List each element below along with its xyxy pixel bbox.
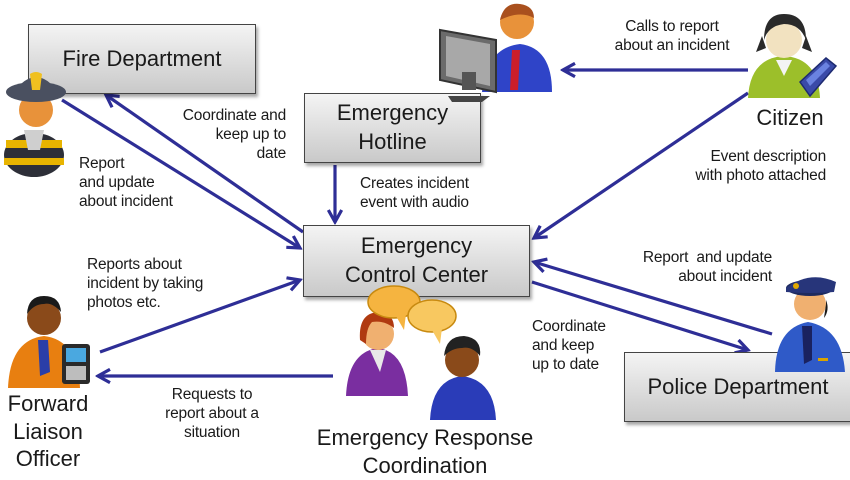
edge-label-line: with photo attached xyxy=(695,166,826,184)
edge-label-citizen-to-hotline: Calls to report about an incident xyxy=(598,18,746,56)
actor-emergency-response-coordination-label: Emergency Response Coordination xyxy=(295,424,555,480)
edge-label-ecc-to-police: Coordinate and keep up to date xyxy=(532,318,642,375)
actor-citizen-label: Citizen xyxy=(756,105,824,130)
edge-label-police-to-ecc: Report and update about incident xyxy=(596,249,772,287)
edge-label-line: Reports about xyxy=(87,256,182,273)
edge-label-line: Event description xyxy=(710,148,827,165)
erc-line2: Coordination xyxy=(362,453,488,479)
hotline-line2: Hotline xyxy=(358,129,427,154)
edge-label-line: about an incident xyxy=(614,36,730,54)
erc-line1: Emergency Response xyxy=(316,425,534,450)
flo-line2: Liaison xyxy=(13,418,83,444)
edge-label-line: photos etc. xyxy=(87,293,161,311)
arrow-police-to-ecc xyxy=(534,262,773,336)
edge-label-line: up to date xyxy=(532,355,599,373)
edge-label-line: event with audio xyxy=(360,193,469,211)
edge-label-flo-to-ecc: Reports about incident by taking photos … xyxy=(87,256,257,313)
edge-label-line: Coordinate xyxy=(532,318,606,335)
edge-label-line: about incident xyxy=(678,267,772,285)
node-emergency-control-center[interactable]: Emergency Control Center xyxy=(303,225,530,297)
edge-label-line: Creates incident xyxy=(360,175,469,192)
edge-label-line: report about a xyxy=(165,404,259,422)
edge-label-line: and keep xyxy=(532,336,595,354)
edge-label-line: Coordinate and xyxy=(182,107,286,124)
node-police-department[interactable]: Police Department xyxy=(624,352,850,422)
edge-label-citizen-to-ecc: Event description with photo attached xyxy=(640,148,826,186)
edge-label-ecc-to-fire: Coordinate and keep up to date xyxy=(140,107,286,164)
edge-label-line: Report and update xyxy=(642,249,772,266)
node-emergency-hotline[interactable]: Emergency Hotline xyxy=(304,93,481,163)
edge-label-line: and update xyxy=(79,173,155,191)
node-fire-department[interactable]: Fire Department xyxy=(28,24,256,94)
arrow-ecc-to-fire xyxy=(106,95,304,234)
node-emergency-hotline-label: Emergency Hotline xyxy=(337,99,448,156)
node-police-department-label: Police Department xyxy=(647,373,829,399)
arrow-citizen-to-ecc xyxy=(534,91,749,238)
edge-label-line: situation xyxy=(184,423,240,441)
edge-label-line: Calls to report xyxy=(625,18,719,35)
node-ecc-label: Emergency Control Center xyxy=(345,232,488,289)
edge-label-line: about incident xyxy=(79,192,173,210)
edge-label-line: date xyxy=(256,144,287,162)
edge-label-line: Report xyxy=(79,155,125,172)
actor-forward-liaison-officer-label: Forward Liaison Officer xyxy=(0,390,96,473)
edge-label-erc-to-flo: Requests to report about a situation xyxy=(148,386,276,443)
edge-label-line: Requests to xyxy=(171,386,253,403)
ecc-line2: Control Center xyxy=(344,262,489,287)
node-fire-department-label: Fire Department xyxy=(62,45,222,71)
arrow-fire-to-ecc xyxy=(61,98,300,248)
edge-label-line: incident by taking xyxy=(87,274,204,292)
arrow-ecc-to-police xyxy=(531,280,748,350)
hotline-line1: Emergency xyxy=(336,100,449,126)
ecc-line1: Emergency xyxy=(360,233,473,259)
edge-label-hotline-to-ecc: Creates incident event with audio xyxy=(360,175,520,213)
arrow-flo-to-ecc xyxy=(99,280,300,354)
edge-label-line: keep up to xyxy=(215,125,287,143)
edge-label-fire-to-ecc: Report and update about incident xyxy=(79,155,219,212)
flo-line1: Forward xyxy=(7,391,89,416)
flo-line3: Officer xyxy=(15,446,81,471)
